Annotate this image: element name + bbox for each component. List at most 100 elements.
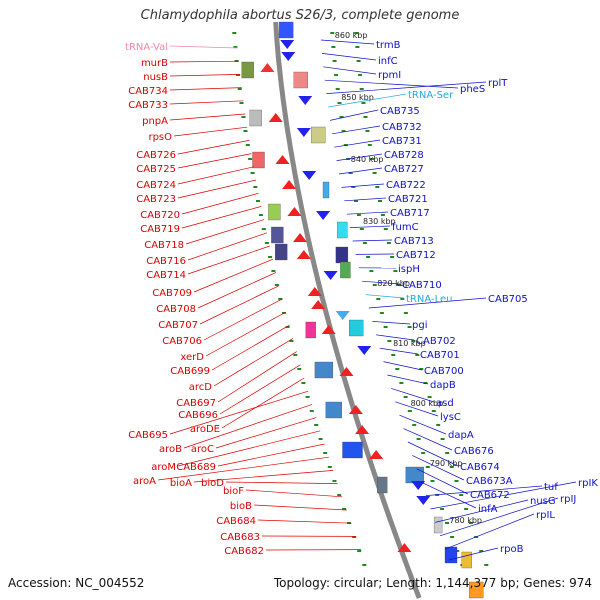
tick-mark	[479, 550, 484, 552]
tick-mark	[289, 340, 294, 342]
gene-label-left: CAB724	[136, 180, 176, 191]
gene-arrow-forward	[275, 155, 290, 164]
gene-block	[322, 181, 330, 199]
tick-mark	[455, 550, 460, 552]
tick-mark	[361, 102, 366, 104]
genome-summary-text: Topology: circular; Length: 1,144,377 bp…	[273, 576, 592, 590]
leader-layer	[157, 39, 577, 561]
gene-label-left: CAB699	[170, 366, 210, 377]
tick-mark	[383, 326, 388, 328]
gene-block	[405, 466, 424, 484]
leader-line-right	[365, 294, 405, 299]
tick-mark	[355, 46, 360, 48]
leader-line-left	[169, 74, 241, 77]
gene-label-right: CAB674	[460, 462, 500, 473]
leader-line-right	[416, 468, 469, 495]
tick-mark	[363, 116, 368, 118]
leader-line-left	[193, 470, 334, 483]
leader-line-left	[245, 489, 343, 498]
gene-arrow-reverse	[296, 128, 311, 137]
leader-line-left	[169, 390, 309, 435]
kbp-marker: 830 kbp	[363, 217, 396, 226]
gene-label-right: CAB727	[384, 164, 424, 175]
gene-label-left: CAB696	[178, 410, 218, 421]
kbp-marker: 800 kbp	[411, 399, 444, 408]
gene-label-left: CAB707	[158, 320, 198, 331]
leader-line-right	[338, 167, 383, 175]
tick-mark	[348, 172, 353, 174]
tick-mark	[407, 326, 412, 328]
tick-mark	[337, 494, 342, 496]
tick-mark	[431, 410, 436, 412]
gene-arrow-reverse	[335, 311, 350, 320]
gene-block	[469, 581, 484, 599]
gene-arrow-forward	[260, 63, 275, 72]
gene-label-right: tRNA-Leu	[406, 294, 452, 305]
kbp-marker: 840 kbp	[351, 155, 384, 164]
leader-line-left	[177, 179, 257, 199]
leader-line-left	[181, 192, 259, 215]
gene-label-right: pgi	[412, 320, 427, 331]
tick-mark	[376, 298, 381, 300]
gene-label-right: dapB	[430, 380, 456, 391]
leader-line-left	[217, 443, 325, 467]
leader-line-left	[169, 100, 244, 105]
tick-mark	[314, 424, 319, 426]
gene-label-right: rpoB	[500, 544, 524, 555]
tick-mark	[359, 88, 364, 90]
gene-label-right: CAB673A	[466, 476, 513, 487]
leader-line-right	[444, 513, 535, 550]
leader-line-right	[336, 153, 383, 161]
gene-label-left: aroDE	[190, 424, 220, 435]
tick-mark	[403, 312, 408, 314]
tick-mark	[337, 102, 342, 104]
gene-label-right: CAB676	[454, 446, 494, 457]
gene-label-right: lysC	[440, 412, 461, 423]
leader-line-right	[346, 211, 389, 215]
kbp-marker: 850 kbp	[341, 93, 374, 102]
gene-label-left: aroC	[191, 444, 214, 455]
leader-line-left	[193, 258, 274, 293]
leader-line-left	[185, 219, 265, 245]
leader-line-right	[391, 388, 435, 403]
tick-mark	[379, 312, 384, 314]
tick-mark	[450, 536, 455, 538]
gene-label-right: nusG	[530, 496, 556, 507]
gene-arrow-forward	[397, 543, 412, 552]
tick-mark	[372, 284, 377, 286]
gene-label-left: CAB716	[146, 256, 186, 267]
tick-mark	[380, 214, 385, 216]
tick-mark	[250, 172, 255, 174]
gene-block	[335, 246, 349, 264]
tick-mark	[248, 158, 253, 160]
gene-block	[342, 441, 363, 459]
tick-mark	[469, 522, 473, 524]
tick-mark	[407, 410, 412, 412]
tick-mark	[332, 60, 337, 62]
tick-mark	[395, 368, 400, 370]
kbp-marker: 790 kbp	[430, 459, 463, 468]
leader-line-left	[219, 364, 301, 415]
tick-mark	[237, 88, 242, 90]
gene-block	[340, 261, 351, 279]
gene-label-left: CAB723	[136, 194, 176, 205]
tick-mark	[419, 368, 424, 370]
gene-label-left: rpsO	[148, 132, 172, 143]
gene-block	[377, 476, 388, 494]
tick-mark	[343, 144, 348, 146]
tick-mark	[339, 116, 344, 118]
gene-label-left: CAB708	[156, 304, 196, 315]
leader-line-right	[334, 139, 381, 148]
gene-label-left: xerD	[180, 352, 204, 363]
leader-line-left	[203, 298, 283, 341]
tick-mark	[386, 242, 391, 244]
tick-mark	[390, 256, 395, 258]
leader-line-right	[425, 485, 543, 496]
leader-line-left	[169, 60, 239, 63]
gene-arrow-reverse	[357, 346, 372, 355]
backbone-curve	[273, 21, 422, 599]
gene-label-left: arcD	[189, 382, 213, 393]
tick-mark	[305, 396, 310, 398]
gene-arrow-reverse	[281, 52, 296, 61]
gene-arrow-reverse	[280, 40, 295, 49]
